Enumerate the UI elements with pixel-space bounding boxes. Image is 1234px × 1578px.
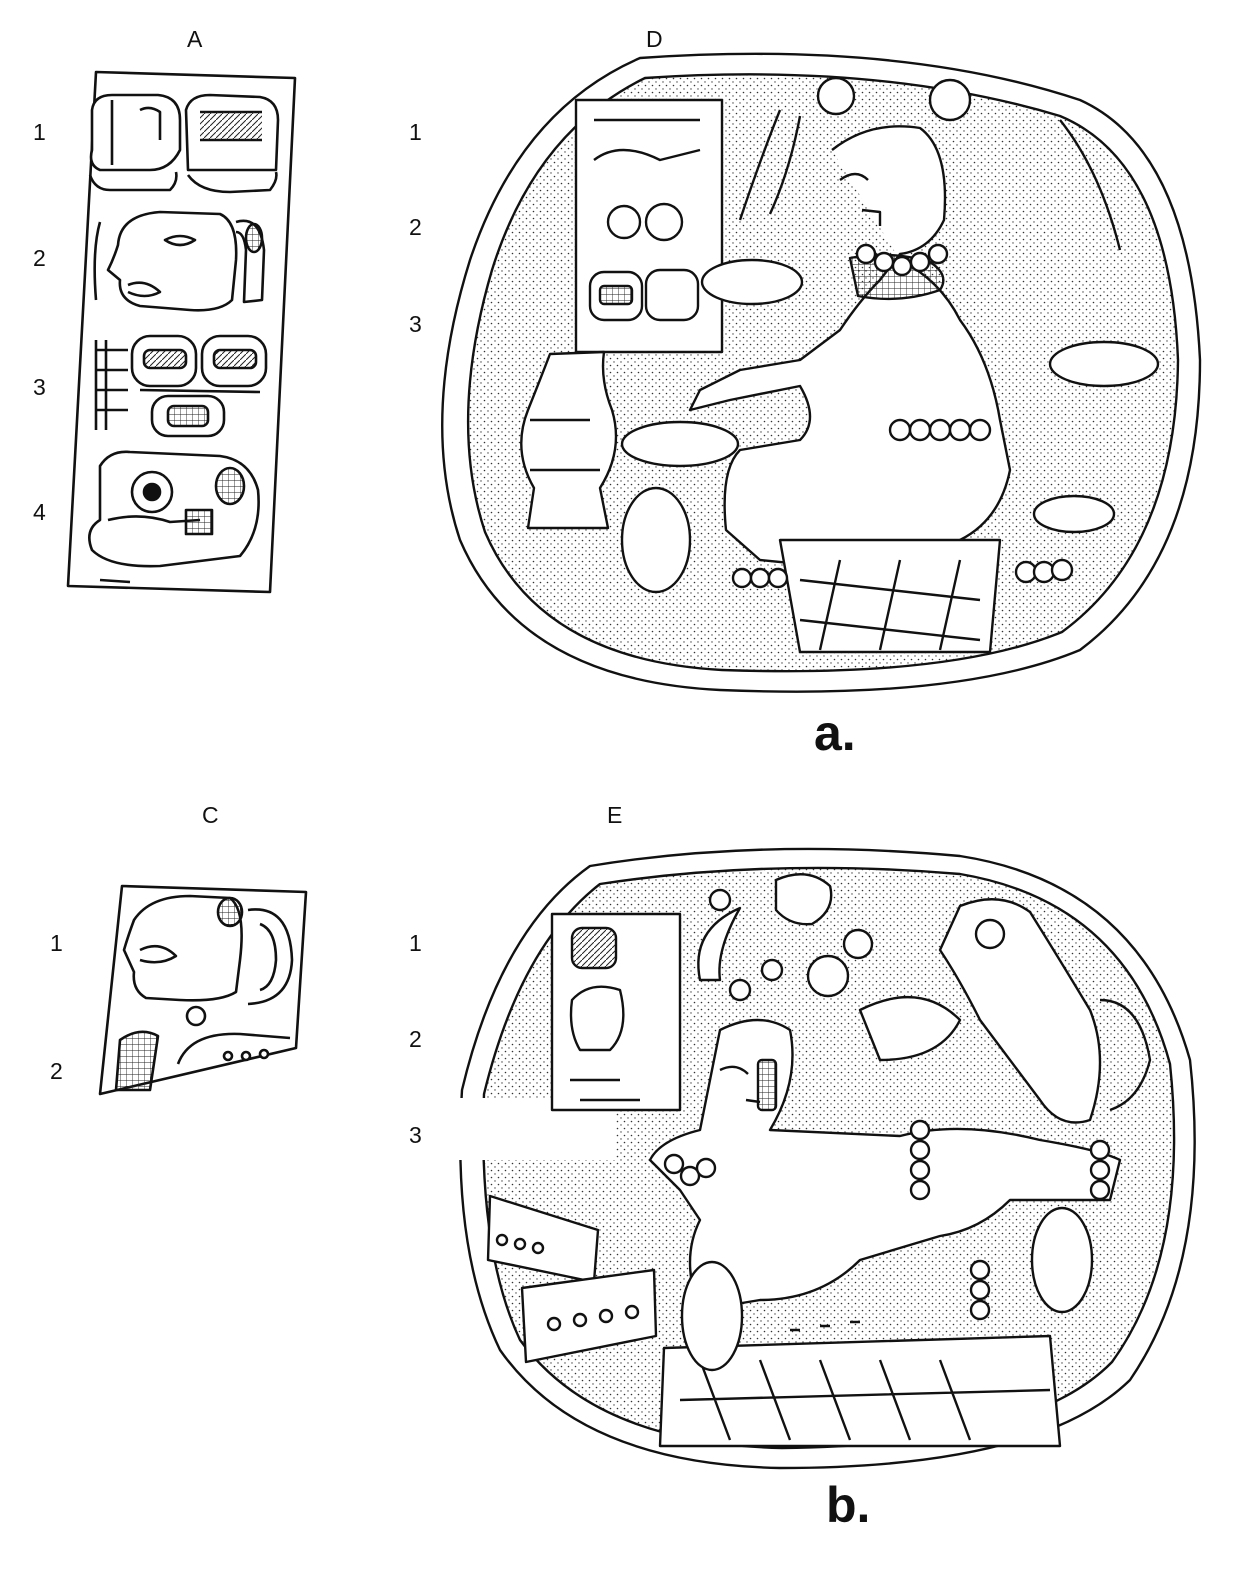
- row-label-C1: 1: [50, 930, 63, 956]
- glyph-column-C: [98, 884, 308, 1096]
- row-label-D1: 1: [409, 119, 422, 145]
- row-label-A4: 4: [33, 499, 46, 525]
- panel-letter-b: b.: [826, 1477, 871, 1533]
- column-label-C: C: [202, 802, 219, 828]
- panel-letter-a: a.: [814, 705, 856, 761]
- row-label-E2: 2: [409, 1026, 422, 1052]
- row-label-A1: 1: [33, 119, 46, 145]
- row-label-A3: 3: [33, 374, 46, 400]
- scene-D: [441, 52, 1202, 693]
- column-label-E: E: [607, 802, 623, 828]
- row-label-E1: 1: [409, 930, 422, 956]
- row-label-E3: 3: [409, 1122, 422, 1148]
- glyph-column-A: [66, 70, 297, 594]
- row-label-A2: 2: [33, 245, 46, 271]
- scene-E: [455, 847, 1196, 1470]
- column-label-A: A: [187, 26, 203, 52]
- row-label-D3: 3: [409, 311, 422, 337]
- row-label-D2: 2: [409, 214, 422, 240]
- column-label-D: D: [646, 26, 663, 52]
- row-label-C2: 2: [50, 1058, 63, 1084]
